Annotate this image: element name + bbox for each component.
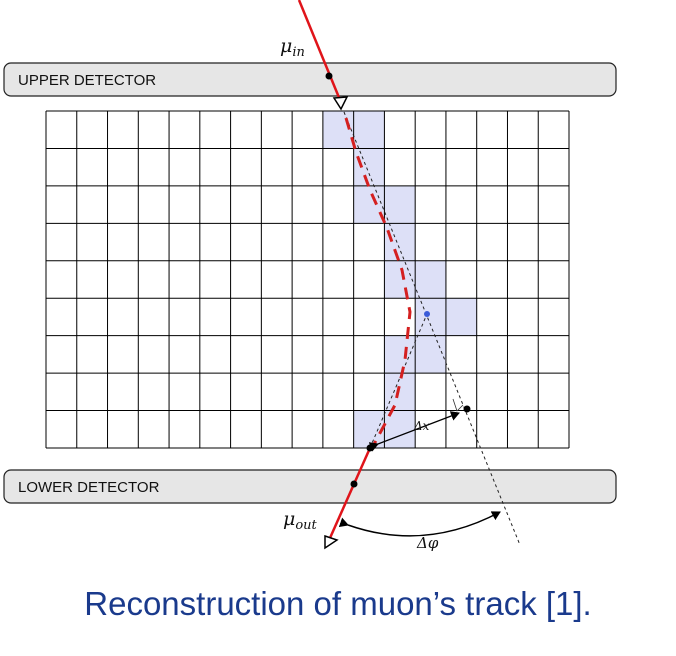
highlighted-cell <box>415 335 446 374</box>
extrapolated-point <box>463 405 471 413</box>
lower-detector: LOWER DETECTOR <box>3 469 617 504</box>
figure-caption: Reconstruction of muon’s track [1]. <box>84 585 592 622</box>
highlighted-cell <box>445 298 477 336</box>
right-angle-marker <box>452 398 464 412</box>
highlighted-cell <box>384 185 416 224</box>
lower-detector-label: LOWER DETECTOR <box>18 479 160 496</box>
incoming-arrowhead <box>332 96 349 111</box>
highlighted-cell <box>384 223 416 261</box>
highlighted-cell <box>353 111 385 149</box>
delta-x-label: Δx <box>413 419 430 433</box>
exit-point <box>366 444 374 452</box>
highlighted-cell <box>353 410 385 448</box>
highlighted-cell <box>353 148 385 186</box>
highlighted-cell <box>322 111 354 149</box>
upper-detector: UPPER DETECTOR <box>3 62 617 97</box>
mu-out-label: μout <box>283 508 318 533</box>
delta-x-arrow <box>368 411 460 452</box>
highlighted-cell <box>353 185 385 224</box>
outgoing-arrowhead <box>324 534 339 550</box>
reconstructed-path <box>344 117 412 449</box>
highlighted-cell <box>415 260 446 299</box>
highlighted-cell <box>384 373 416 411</box>
highlighted-cell <box>384 260 416 299</box>
mu-in-label: μin <box>280 35 305 60</box>
highlighted-cell <box>384 335 416 374</box>
detector-grid <box>45 110 570 449</box>
lower-detector-hit <box>350 480 358 488</box>
scattering-point <box>424 311 430 317</box>
upper-detector-label: UPPER DETECTOR <box>18 72 156 89</box>
delta-phi-arc <box>338 511 501 537</box>
outgoing-muon-track <box>328 447 372 539</box>
incoming-muon-track <box>297 0 342 101</box>
delta-phi-label: Δφ <box>416 534 439 552</box>
upper-detector-hit <box>325 72 333 80</box>
